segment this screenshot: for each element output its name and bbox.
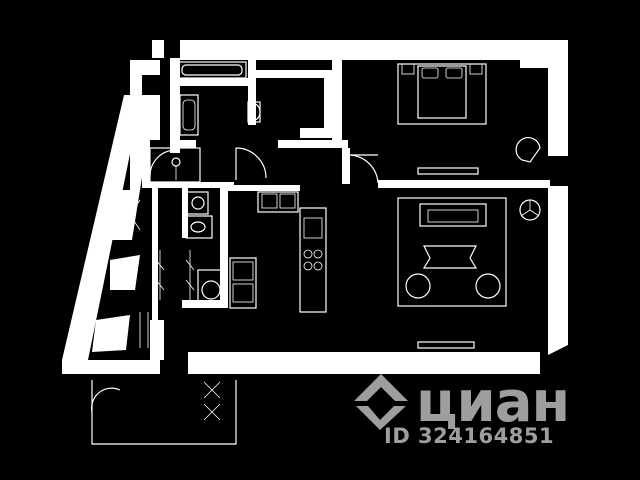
kitchen	[229, 191, 327, 313]
closets	[97, 199, 195, 349]
ceiling-fan-icon	[519, 199, 541, 221]
bedroom-armchair-icon	[515, 137, 541, 163]
shower-icon	[149, 147, 201, 183]
bathroom-sink	[179, 94, 199, 136]
living-room	[397, 197, 507, 349]
cian-logo-icon	[354, 374, 408, 430]
guest-bath-fixtures	[185, 191, 225, 305]
interior-walls	[92, 58, 550, 352]
bathtub	[177, 61, 247, 79]
balcony	[91, 380, 237, 445]
watermark: циан	[350, 370, 570, 435]
exterior-walls	[62, 40, 568, 374]
watermark-listing-id: ID 324164851	[384, 424, 555, 448]
toilet-icon	[247, 101, 261, 123]
watermark-brand: циан	[416, 370, 570, 435]
bedroom-bed	[397, 63, 487, 175]
